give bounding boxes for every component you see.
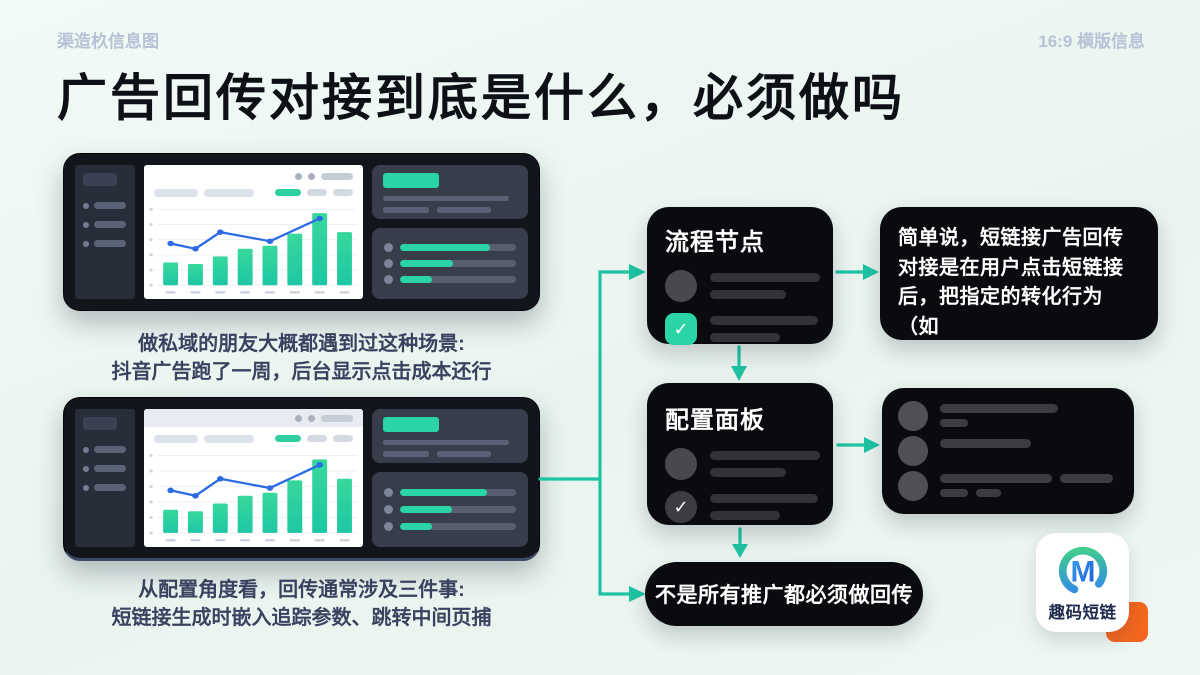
logo-monogram: M [1070,556,1095,589]
mock-nav-item [83,484,127,491]
flow-list-item-checked: ✓ [665,313,818,345]
mock-window-controls [144,165,363,183]
mock-nav-item [83,446,127,453]
mock-progress-list [372,228,528,299]
mock-window-controls [144,409,363,427]
flow-list-item [665,448,820,480]
bullet-circle [898,401,928,431]
page-title: 广告回传对接到底是什么，必须做吗 [57,70,905,126]
format-label: 16:9 横版信息 [1038,32,1145,51]
progress-row [384,259,516,268]
mock-chart-panel [144,165,363,299]
explain-text: 简单说，短链接广告回传对接是在用户点击短链接后，把指定的转化行为（如 [898,227,1124,338]
progress-row [384,505,516,514]
detail-list-item [898,436,1118,466]
bullet-circle [898,436,928,466]
explain-box: 简单说，短链接广告回传对接是在用户点击短链接后，把指定的转化行为（如 [880,207,1158,340]
brand-label: 渠造杦信息图 [57,32,159,51]
legend-swatch-teal [275,189,301,196]
progress-row [384,275,516,284]
scenario-caption: 做私域的朋友大概都遇到过这种场景: 抖音广告跑了一周，后台显示点击成本还行 [63,331,540,386]
flow-list-item [665,270,820,302]
check-icon: ✓ [665,313,697,345]
caption-line: 从配置角度看，回传通常涉及三件事: [138,579,465,601]
m-monogram-icon: M [1058,546,1107,596]
flow-node-title: 流程节点 [665,229,765,256]
mock-primary-button [383,417,439,432]
mock-primary-button [383,173,439,188]
caption-line: 抖音广告跑了一周，后台显示点击成本还行 [111,360,492,383]
progress-row [384,488,516,497]
caption-line: 做私域的朋友大概都遇到过这种场景: [138,333,465,355]
mock-nav-item [83,221,127,228]
caption-line: 短链接生成时嵌入追踪参数、跳转中间页捕 [111,606,492,629]
mock-stat-card [372,409,528,463]
bullet-circle [898,471,928,501]
brand-logo-card: M 趣码短链 [1036,533,1129,632]
mock-sidebar [75,165,135,299]
detail-box [882,388,1134,514]
bar-line-chart [149,454,357,542]
config-panel-title: 配置面板 [665,407,765,434]
config-panel-box: 配置面板 ✓ [647,383,833,525]
bar-line-chart [149,207,357,294]
bullet-circle [665,448,697,480]
mock-stat-card [372,165,528,219]
mock-sidebar-logo [83,173,117,186]
flow-node-box: 流程节点 ✓ [647,207,833,345]
dashboard-mockup-top [63,153,540,311]
bullet-circle [665,270,697,302]
mock-progress-list [372,472,528,547]
dashboard-mockup-bottom [63,397,540,561]
mock-chart-panel [144,409,363,547]
mock-nav-item [83,465,127,472]
mock-nav-item [83,240,127,247]
progress-row [384,522,516,531]
flow-list-item-checked: ✓ [665,491,818,523]
mock-sidebar-logo [83,417,117,430]
mock-nav-item [83,202,127,209]
conclusion-pill: 不是所有推广都必须做回传 [645,562,923,626]
mock-filter-row [144,429,363,445]
config-caption: 从配置角度看，回传通常涉及三件事: 短链接生成时嵌入追踪参数、跳转中间页捕 [63,577,540,632]
detail-list-item [898,471,1118,501]
logo-wordmark: 趣码短链 [1048,604,1117,622]
legend-swatch-teal [275,435,301,442]
progress-row [384,243,516,252]
mock-sidebar [75,409,135,547]
check-icon: ✓ [665,491,697,523]
detail-list-item [898,401,1118,431]
mock-filter-row [144,183,363,199]
